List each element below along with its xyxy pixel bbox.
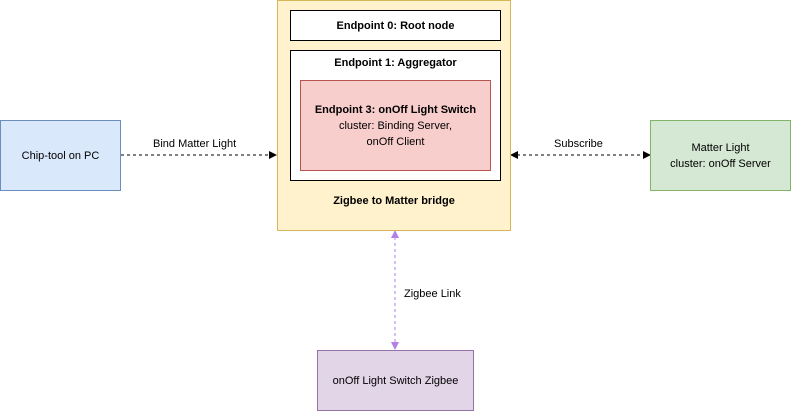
endpoint-3-line1: cluster: Binding Server,	[338, 119, 453, 132]
subscribe-edge-label: Subscribe	[554, 138, 603, 150]
endpoint-1-label: Endpoint 1: Aggregator	[334, 57, 457, 69]
chip-tool-label: Chip-tool on PC	[21, 149, 100, 162]
zigbee-switch-label: onOff Light Switch Zigbee	[332, 374, 459, 387]
endpoint-3-line2: onOff Client	[366, 135, 425, 148]
zigbee-link-edge-label: Zigbee Link	[404, 288, 461, 300]
endpoint-3-title: Endpoint 3: onOff Light Switch	[314, 103, 477, 116]
endpoint-0-label: Endpoint 0: Root node	[336, 19, 455, 32]
bridge-label: Zigbee to Matter bridge	[333, 195, 455, 207]
bind-edge-label: Bind Matter Light	[153, 138, 237, 150]
matter-light-line2: cluster: onOff Server	[670, 157, 771, 170]
matter-light-node: Matter Light cluster: onOff Server	[650, 120, 791, 191]
matter-light-line1: Matter Light	[691, 141, 750, 154]
endpoint-3-node: Endpoint 3: onOff Light Switch cluster: …	[300, 80, 491, 171]
endpoint-0-node: Endpoint 0: Root node	[290, 10, 501, 41]
zigbee-switch-node: onOff Light Switch Zigbee	[317, 350, 474, 411]
chip-tool-node: Chip-tool on PC	[0, 120, 121, 191]
